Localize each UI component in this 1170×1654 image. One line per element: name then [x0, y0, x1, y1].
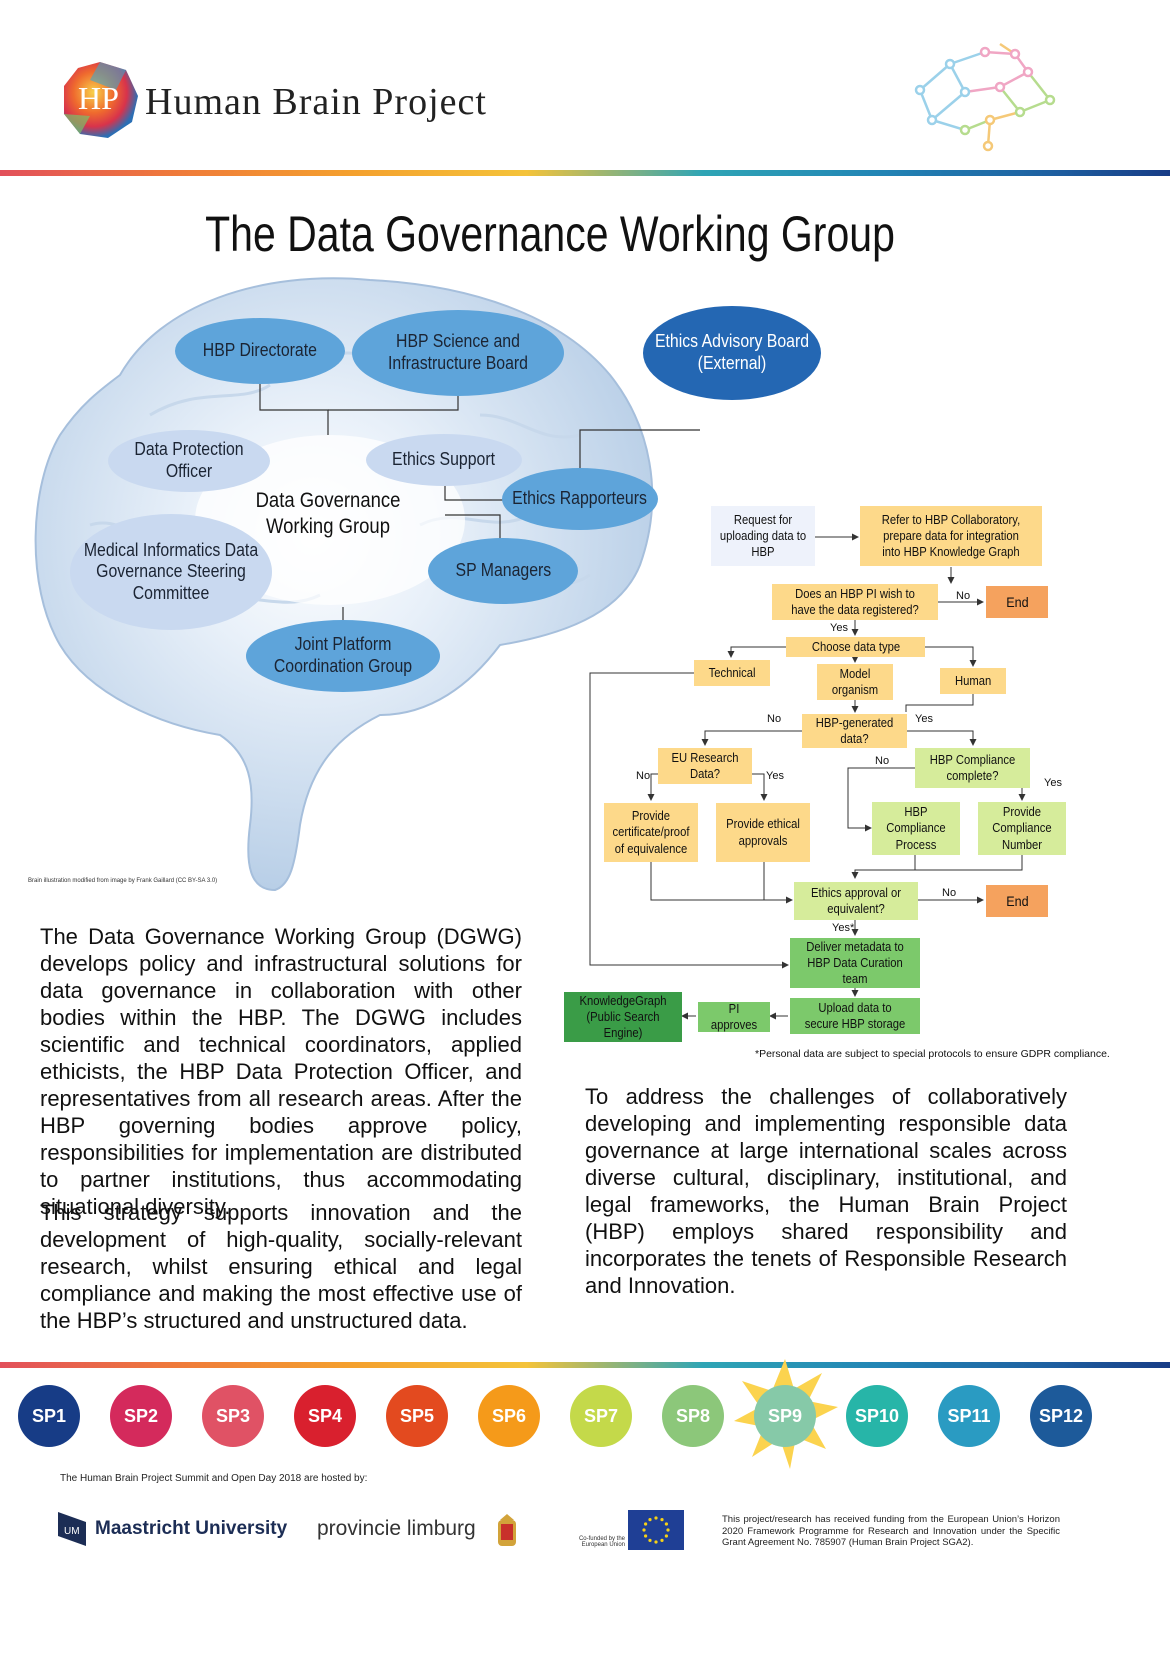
- refer-box: Refer to HBP Collaboratory, prepare data…: [860, 506, 1042, 566]
- hbp-generated-box: HBP-generated data?: [802, 714, 907, 748]
- label-no-ethics: No: [942, 887, 957, 899]
- funding-text: This project/research has received fundi…: [722, 1514, 1060, 1548]
- subproject-badge-sp4: SP4: [294, 1385, 356, 1447]
- ethics-rapporteurs-node: Ethics Rapporteurs: [502, 468, 658, 530]
- logo-mark: HP: [78, 80, 119, 116]
- ethics-approval-box: Ethics approval or equivalent?: [794, 882, 918, 920]
- subproject-label: SP11: [947, 1405, 991, 1426]
- knowledge-graph-box: KnowledgeGraph (Public Search Engine): [564, 992, 682, 1042]
- label-yes-pi: Yes: [830, 622, 848, 634]
- ethics-support-node: Ethics Support: [366, 434, 522, 486]
- subproject-label: SP2: [123, 1405, 159, 1426]
- end-box-1: End: [986, 586, 1048, 618]
- subproject-label: SP3: [215, 1405, 251, 1426]
- upload-data-box: Upload data to secure HBP storage: [790, 998, 920, 1034]
- subproject-badge-sp5: SP5: [386, 1385, 448, 1447]
- subproject-label: SP1: [31, 1405, 67, 1426]
- eu-research-box: EU Research Data?: [658, 748, 752, 784]
- pi-wish-box: Does an HBP PI wish to have the data reg…: [772, 584, 938, 620]
- eu-flag-icon: [628, 1510, 684, 1550]
- dgwg-center-label: Data Governance Working Group: [255, 489, 401, 538]
- label-yes-compliance: Yes: [1044, 777, 1062, 789]
- medical-informatics-node: Medical Informatics Data Governance Stee…: [70, 514, 272, 630]
- network-icon: [910, 42, 1060, 152]
- label-no-pi: No: [956, 590, 971, 602]
- sp-managers-node: SP Managers: [428, 538, 578, 604]
- technical-box: Technical: [694, 660, 770, 686]
- dgwg-description: The Data Governance Working Group (DGWG)…: [40, 924, 522, 1219]
- subproject-label: SP10: [854, 1405, 900, 1426]
- subproject-badge-sp9: SP9: [754, 1385, 816, 1447]
- label-yes-generated: Yes: [915, 713, 933, 725]
- subproject-badge-sp11: SP11: [938, 1385, 1000, 1447]
- logo-text: Human Brain Project: [145, 81, 487, 123]
- subproject-badge-sp6: SP6: [478, 1385, 540, 1447]
- deliver-metadata-box: Deliver metadata to HBP Data Curation te…: [790, 938, 920, 988]
- request-box: Request for uploading data to HBP: [711, 506, 815, 566]
- hbp-directorate-node: HBP Directorate: [175, 318, 345, 384]
- um-name: Maastricht University: [95, 1518, 288, 1539]
- model-organism-box: Model organism: [817, 664, 893, 700]
- svg-text:UM: UM: [64, 1526, 80, 1537]
- pi-approves-box: PI approves: [698, 1002, 770, 1032]
- subproject-badge-sp12: SP12: [1030, 1385, 1092, 1447]
- gdpr-note: *Personal data are subject to special pr…: [755, 1048, 1110, 1060]
- hosted-text: The Human Brain Project Summit and Open …: [60, 1473, 368, 1484]
- subproject-label: SP4: [307, 1405, 343, 1426]
- subproject-badge-sp7: SP7: [570, 1385, 632, 1447]
- ethics-advisory-node: Ethics Advisory Board (External): [643, 306, 821, 400]
- subproject-label: SP12: [1038, 1405, 1084, 1426]
- brain-credit: Brain illustration modified from image b…: [28, 878, 218, 884]
- header-divider: [0, 170, 1170, 176]
- hbp-logo: HP: [60, 60, 140, 140]
- compliance-process-box: HBP Compliance Process: [872, 802, 960, 855]
- subproject-label: SP7: [583, 1405, 619, 1426]
- subproject-badge-sp8: SP8: [662, 1385, 724, 1447]
- limburg-name: provincie limburg: [317, 1517, 476, 1540]
- compliance-number-box: Provide Compliance Number: [978, 802, 1066, 855]
- ethical-approvals-box: Provide ethical approvals: [716, 803, 810, 862]
- subproject-label: SP5: [399, 1405, 435, 1426]
- subproject-label: SP8: [675, 1405, 711, 1426]
- subproject-badge-sp3: SP3: [202, 1385, 264, 1447]
- subproject-badge-sp10: SP10: [846, 1385, 908, 1447]
- subproject-label: SP6: [491, 1405, 527, 1426]
- um-logo-icon: UM: [58, 1512, 86, 1546]
- subproject-badge-sp2: SP2: [110, 1385, 172, 1447]
- label-no-eu: No: [636, 770, 651, 782]
- page-title: The Data Governance Working Group: [205, 206, 895, 262]
- label-yes-star: Yes*: [832, 922, 855, 934]
- label-no-compliance: No: [875, 755, 890, 767]
- science-board-node: HBP Science and Infrastructure Board: [352, 310, 564, 396]
- flowchart-connectors: [589, 533, 1030, 1020]
- challenges-description: To address the challenges of collaborati…: [585, 1084, 1067, 1298]
- subproject-badge-sp1: SP1: [18, 1385, 80, 1447]
- joint-platform-node: Joint Platform Coordination Group: [246, 620, 440, 692]
- dpo-node: Data Protection Officer: [108, 430, 270, 492]
- end-box-2: End: [986, 885, 1048, 917]
- cofunded-text: Co-funded by the European Union: [578, 1536, 625, 1548]
- subproject-label: SP9: [767, 1405, 803, 1426]
- limburg-crest-icon: [496, 1514, 518, 1550]
- hbp-compliance-box: HBP Compliance complete?: [915, 748, 1030, 788]
- label-no-generated: No: [767, 713, 782, 725]
- certificate-box: Provide certificate/proof of equivalence: [604, 803, 698, 862]
- strategy-description: This strategy supports innovation and th…: [40, 1200, 522, 1333]
- choose-type-box: Choose data type: [786, 637, 925, 657]
- human-box: Human: [940, 668, 1006, 694]
- label-yes-eu: Yes: [766, 770, 784, 782]
- footer-divider: [0, 1362, 1170, 1368]
